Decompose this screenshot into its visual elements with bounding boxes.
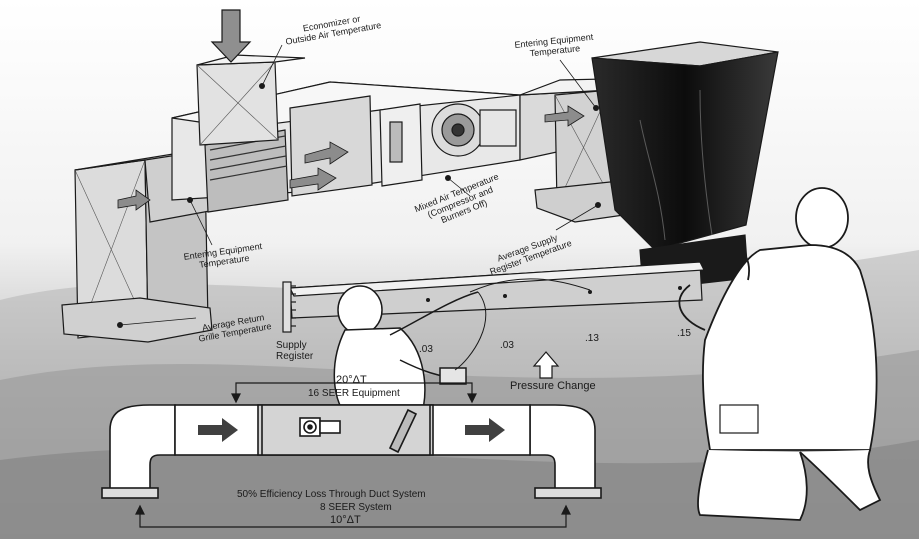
hvac-unit [61, 9, 651, 343]
reading-3: .13 [585, 333, 599, 344]
measuring-stick [289, 261, 705, 319]
right-grille [534, 487, 602, 499]
label-supply-register: Supply Register [276, 340, 314, 362]
reading-4: .15 [677, 328, 691, 339]
return-base [61, 297, 213, 343]
blower-icon [431, 103, 517, 157]
flow-hood-skirt [591, 51, 779, 251]
flow-arrow-icon [198, 418, 238, 442]
delta-bracket-bottom [135, 504, 571, 528]
delta-bracket-top [231, 382, 477, 404]
airflow-arrow-icon [289, 167, 337, 191]
left-grille [101, 487, 159, 499]
label-delta-bottom: 10°ΔT [330, 514, 361, 526]
airflow-arrows [117, 105, 585, 211]
coil-icon [388, 408, 418, 454]
airflow-arrow-icon [304, 141, 349, 165]
supply-register-icon [282, 281, 296, 333]
pressure-change-arrow-icon [532, 351, 560, 379]
outside-air-arrow [210, 9, 252, 63]
label-seer-8: 8 SEER System [320, 502, 392, 513]
reading-2: .03 [500, 340, 514, 351]
technician-large-figure [678, 187, 882, 521]
background-swirl [0, 440, 919, 539]
label-seer-16: 16 SEER Equipment [308, 388, 400, 399]
airflow-arrow-icon [544, 105, 585, 127]
reading-1: .03 [419, 344, 433, 355]
flow-arrow-icon [465, 418, 505, 442]
label-pressure-change: Pressure Change [510, 380, 596, 392]
airflow-arrow-icon [117, 189, 151, 211]
stick-points [426, 286, 682, 302]
schematic-arrows [198, 418, 505, 442]
leader-lines [119, 44, 599, 326]
label-delta-top: 20°ΔT [336, 374, 367, 386]
label-efficiency-loss: 50% Efficiency Loss Through Duct System [237, 489, 426, 500]
